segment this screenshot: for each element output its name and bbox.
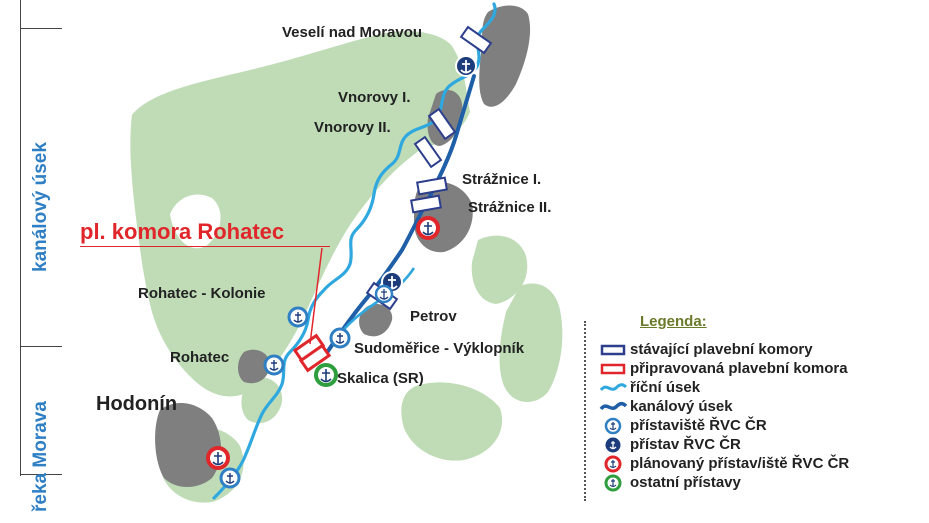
sidebar-rule-bottom [20,474,62,475]
forest-area-southeast [499,283,563,403]
forest-area-east [471,235,528,304]
place-label-veseli: Veselí nad Moravou [282,24,423,41]
planned-port-icon-hodonin [206,446,230,470]
legend-label: stávající plavební komory [630,341,813,358]
sidebar-rule-top [20,28,62,29]
lock-planned-icon [596,359,630,378]
forest-areas [130,31,563,503]
legend-label: ostatní přístavy [630,474,741,491]
legend-divider [584,321,586,501]
canal-section-label: kanálový úsek [30,142,51,272]
planned-lock-rohatec [292,333,332,373]
place-label-vnorovy-i: Vnorovy I. [338,89,411,106]
landing-icon-petrov [374,284,394,304]
other-port-icon-skalica [314,363,338,387]
river-section-label: řeka Morava [30,401,51,512]
legend-item-river-section: říční úsek [596,378,700,397]
legend-title: Legenda: [640,313,707,330]
place-label-rohatec-kolonie: Rohatec - Kolonie [138,285,266,302]
canal-section-icon [596,397,630,416]
other-port-anchor-icon [596,473,630,492]
town-hodonin [155,403,221,487]
planned-port-icon-straznice [416,216,440,240]
town-rohatec [238,349,270,384]
landing-icon-hodonin [219,467,241,489]
town-veseli [479,5,531,107]
legend-item-existing-lock: stávající plavební komory [596,340,813,359]
place-label-petrov: Petrov [410,308,457,325]
lock-vnorovy-i [427,107,457,141]
sidebar-line [20,0,21,476]
place-label-skalica: Skalica (SR) [337,370,424,387]
landing-icon-rohatec-kolonie [287,306,309,328]
river-morava [212,2,497,500]
landing-anchor-icon [596,416,630,435]
port-icon-veseli [455,55,477,77]
forest-area-southwest [241,377,283,424]
place-label-rohatec: Rohatec [170,349,230,366]
callout-underline [80,246,330,247]
callout-leader [309,247,323,345]
harbour-markers [206,55,477,489]
place-label-hodonin: Hodonín [96,393,178,415]
planned-port-anchor-icon [596,454,630,473]
legend-item-planned-lock: připravovaná plavební komora [596,359,848,378]
lock-existing-icon [596,340,630,359]
legend-label: říční úsek [630,379,701,396]
legend-label: přístaviště ŘVC ČR [630,417,767,434]
lock-straznice-i [416,176,448,196]
legend-label: připravovaná plavební komora [630,360,848,377]
forest-area-main [130,31,470,397]
lock-veseli [459,25,493,55]
place-label-vnorovy-ii: Vnorovy II. [314,119,391,136]
place-label-straznice-i: Strážnice I. [462,171,542,188]
legend-item-landing-rvc: přístaviště ŘVC ČR [596,416,767,435]
forest-area-inner [170,194,221,249]
section-sidebar: kanálový úsek řeka Morava [0,0,62,523]
lock-straznice-ii [410,194,442,214]
legend-label: kanálový úsek [630,398,733,415]
legend-item-other-port: ostatní přístavy [596,473,741,492]
legend-item-canal-section: kanálový úsek [596,397,733,416]
canal-section [324,74,476,356]
legend-label: přístav ŘVC ČR [630,436,741,453]
place-label-sudomerice: Sudoměřice - Výklopník [354,340,525,357]
lock-vnorovy-ii [413,135,443,169]
sidebar-rule-middle [20,346,62,347]
place-label-straznice-ii: Strážnice II. [468,199,552,216]
planned-lock-callout: pl. komora Rohatec [80,219,285,244]
landing-icon-rohatec [263,354,285,376]
landing-icon-sudomerice [329,327,351,349]
forest-area-south [401,382,503,461]
legend-item-planned-port: plánovaný přístav/iště ŘVC ČR [596,454,849,473]
port-anchor-icon [596,435,630,454]
town-petrov [359,303,393,337]
legend-item-port-rvc: přístav ŘVC ČR [596,435,741,454]
river-section-icon [596,378,630,397]
legend-label: plánovaný přístav/iště ŘVC ČR [630,455,850,472]
